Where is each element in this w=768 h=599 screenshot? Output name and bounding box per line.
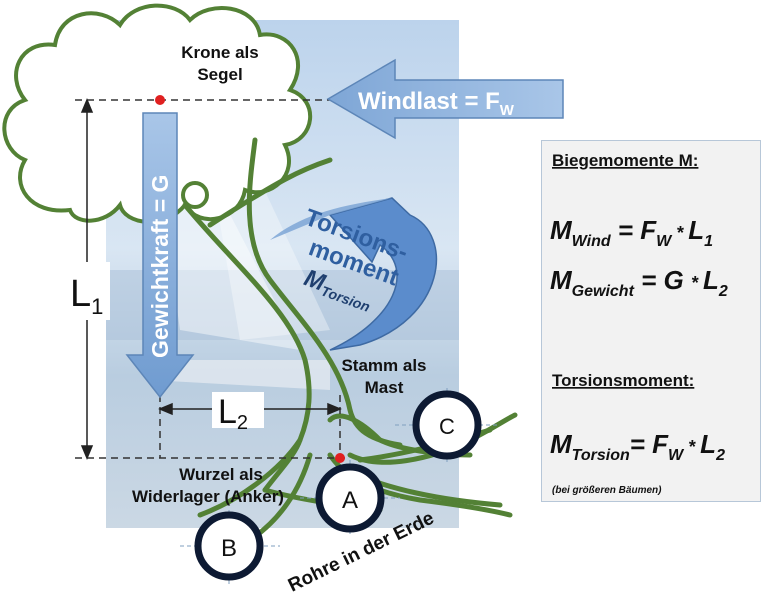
torsion-arrow (328, 197, 438, 351)
pipe-a: A (300, 460, 400, 536)
trunk-label-line2: Mast (365, 378, 404, 397)
pipe-c: C (395, 388, 500, 462)
bending-moment-heading: Biegemomente M: (552, 151, 698, 170)
weight-label: Gewichtkraft = G (147, 175, 173, 358)
reference-lines (75, 99, 345, 459)
root-label-line2: Widerlager (Anker) (132, 487, 284, 506)
m-wind-formula: MWind = FW * L1 (550, 215, 713, 250)
l2-label: L2 (218, 393, 248, 434)
torsion-moment-heading: Torsionsmoment: (552, 371, 694, 390)
l1-label: L1 (70, 273, 103, 319)
crown-label-line1: Krone als (181, 43, 258, 62)
root-label-line1: Wurzel als (179, 465, 263, 484)
l2-label-bg (212, 392, 264, 428)
wind-label: Windlast = FW (358, 88, 515, 119)
svg-text:B: B (221, 535, 237, 562)
wind-arrow (326, 58, 564, 140)
pivot-point-marker (335, 453, 345, 463)
formula-panel: Biegemomente M: MWind = FW * L1 MGewicht… (541, 140, 761, 502)
branch-knot (181, 181, 209, 209)
crown-label-line2: Segel (197, 65, 242, 84)
m-gewicht-formula: MGewicht = G * L2 (550, 265, 728, 300)
m-torsion-formula: MTorsion= FW * L2 (550, 429, 725, 464)
trunk-label-line1: Stamm als (341, 356, 426, 375)
pipe-b: B (180, 510, 280, 585)
weight-arrow (125, 112, 195, 399)
svg-text:C: C (439, 414, 455, 439)
l1-label-bg (66, 262, 110, 320)
wind-point-marker (155, 95, 165, 105)
svg-text:A: A (342, 487, 358, 514)
torsion-note: (bei größeren Bäumen) (552, 485, 662, 496)
